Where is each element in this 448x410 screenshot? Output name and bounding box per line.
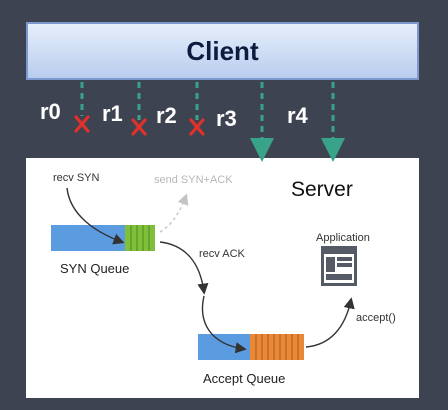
accept-call-label: accept() [356, 312, 396, 324]
request-label-r3: r3 [216, 106, 237, 131]
recv-ack-to-accept-arrow [201, 295, 247, 354]
accept-arrow [305, 297, 355, 348]
request-label-r4: r4 [287, 103, 308, 128]
send-syn-ack-label: send SYN+ACK [154, 174, 233, 186]
send-syn-ack-arrow [159, 193, 189, 233]
syn-queue-label: SYN Queue [60, 261, 130, 276]
drop-mark-r0-icon [74, 115, 90, 133]
drop-marks [74, 115, 205, 136]
accept-queue-bar [198, 334, 304, 360]
server-label: Server [291, 178, 353, 201]
request-arrows [80, 82, 345, 162]
drop-mark-r2-icon [189, 118, 205, 136]
recv-ack-to-syn-arrow [159, 241, 209, 295]
accept-queue-label: Accept Queue [203, 371, 286, 386]
recv-syn-label: recv SYN [53, 172, 100, 184]
client-box: Client [26, 22, 419, 80]
request-label-r0: r0 [40, 99, 61, 124]
syn-queue-bar [51, 225, 155, 251]
application-window-icon [321, 246, 357, 286]
recv-ack-label: recv ACK [199, 248, 245, 260]
drop-mark-r1-icon [131, 118, 147, 136]
application-label: Application [316, 232, 370, 244]
client-label: Client [186, 35, 259, 66]
request-label-r2: r2 [156, 103, 177, 128]
request-label-r1: r1 [102, 101, 123, 126]
recv-syn-arrow [66, 187, 125, 245]
